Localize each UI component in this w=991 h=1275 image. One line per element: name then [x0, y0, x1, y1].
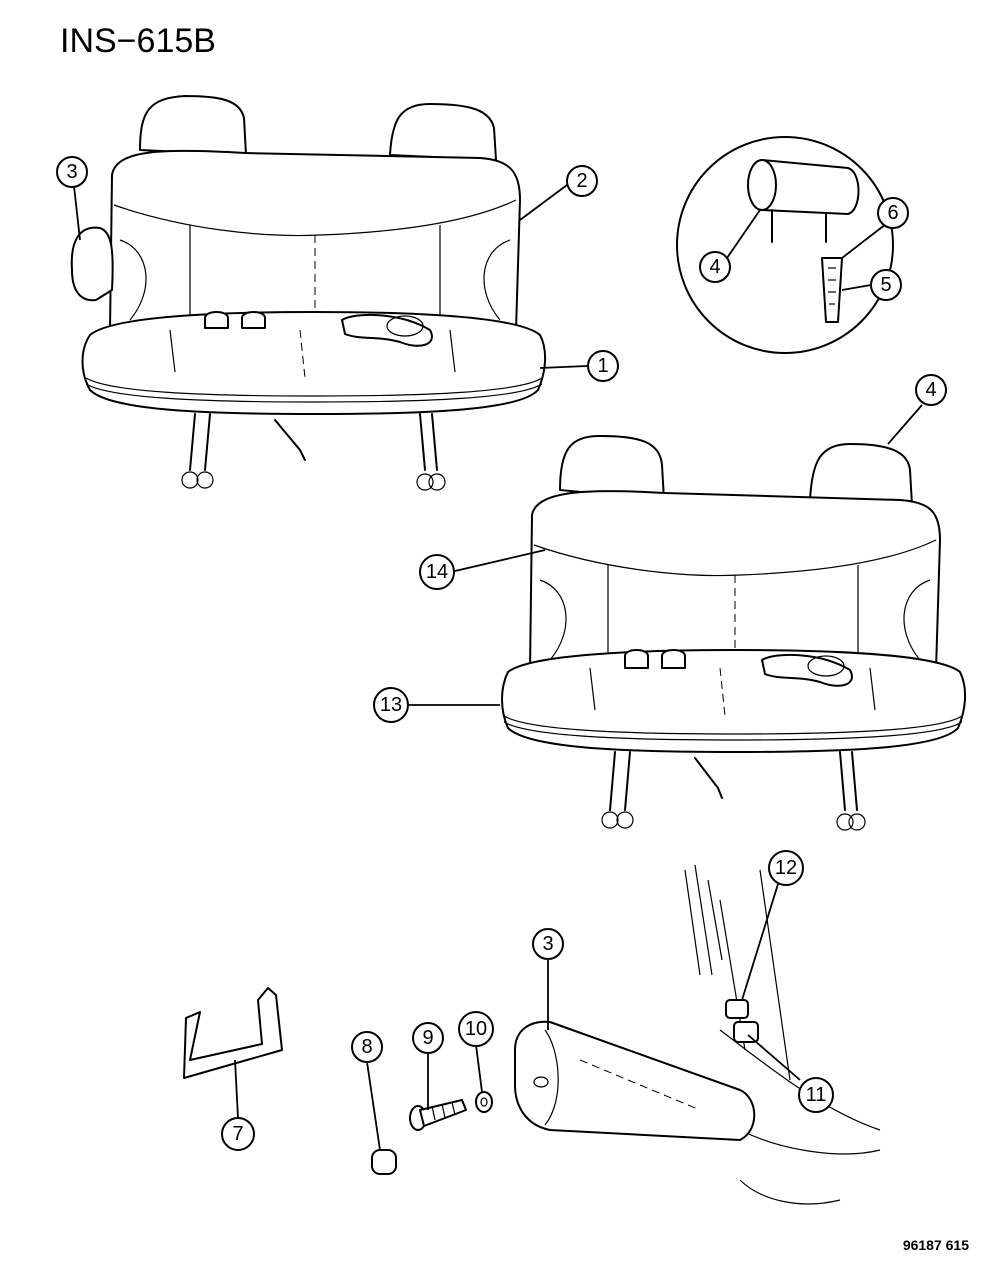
upper-right-headrest	[389, 103, 497, 161]
armrest	[514, 1020, 756, 1141]
leader-lines	[73, 184, 923, 1151]
armrest-detail	[183, 864, 881, 1205]
diagram-title: INS−615B	[60, 22, 216, 60]
callout-8: 8	[351, 1031, 383, 1063]
callout-label: 3	[542, 933, 553, 955]
cap-8	[371, 1149, 397, 1175]
callout-label: 9	[422, 1027, 433, 1049]
callout-label: 7	[232, 1123, 243, 1145]
callout-label: 6	[887, 202, 898, 224]
callout-label: 4	[925, 379, 936, 401]
callout-4-inset: 4	[699, 251, 731, 283]
pivot-pin-upper	[725, 999, 749, 1019]
callout-label: 4	[709, 256, 720, 278]
callout-10: 10	[458, 1011, 494, 1047]
callout-2: 2	[566, 165, 598, 197]
pivot-pin-lower	[733, 1021, 759, 1043]
callout-label: 13	[380, 694, 402, 716]
callout-5: 5	[870, 269, 902, 301]
callout-1: 1	[587, 350, 619, 382]
lower-belt	[761, 653, 853, 687]
headrest-detail-inset	[676, 136, 894, 354]
callout-label: 5	[880, 274, 891, 296]
inset-headrest	[761, 159, 860, 215]
drawing-number: 96187 615	[902, 1237, 969, 1253]
callout-label: 12	[775, 857, 797, 879]
callout-14: 14	[419, 554, 455, 590]
callout-6: 6	[877, 197, 909, 229]
lower-buckle-left	[624, 649, 649, 669]
callout-label: 3	[66, 161, 77, 183]
upper-seat-cushion	[81, 311, 546, 415]
upper-buckle-right	[241, 311, 266, 329]
lower-bench-seat	[501, 435, 966, 831]
upper-bench-seat	[70, 95, 546, 491]
callout-label: 2	[576, 170, 587, 192]
callout-label: 10	[465, 1018, 487, 1040]
lower-left-headrest	[559, 435, 665, 501]
callout-3-upper: 3	[56, 156, 88, 188]
callout-label: 8	[361, 1036, 372, 1058]
upper-buckle-left	[204, 311, 229, 329]
callout-label: 1	[597, 355, 608, 377]
upper-armrest	[70, 226, 114, 302]
lower-seat-cushion	[501, 649, 966, 753]
callout-11: 11	[798, 1077, 834, 1113]
lower-right-headrest	[809, 443, 913, 506]
inset-guide-sleeve	[821, 257, 843, 323]
callout-3-lower: 3	[532, 928, 564, 960]
callout-12: 12	[768, 850, 804, 886]
callout-13: 13	[373, 687, 409, 723]
callout-label: 11	[806, 1084, 827, 1106]
upper-left-headrest	[139, 95, 247, 156]
callout-label: 14	[426, 561, 448, 583]
upper-belt	[341, 313, 433, 347]
callout-4-lower: 4	[915, 374, 947, 406]
screw-9	[409, 1099, 467, 1131]
callout-9: 9	[412, 1022, 444, 1054]
callout-7: 7	[221, 1117, 255, 1151]
lower-buckle-right	[661, 649, 686, 669]
washer-10	[475, 1091, 493, 1113]
bracket-7	[183, 987, 283, 1079]
